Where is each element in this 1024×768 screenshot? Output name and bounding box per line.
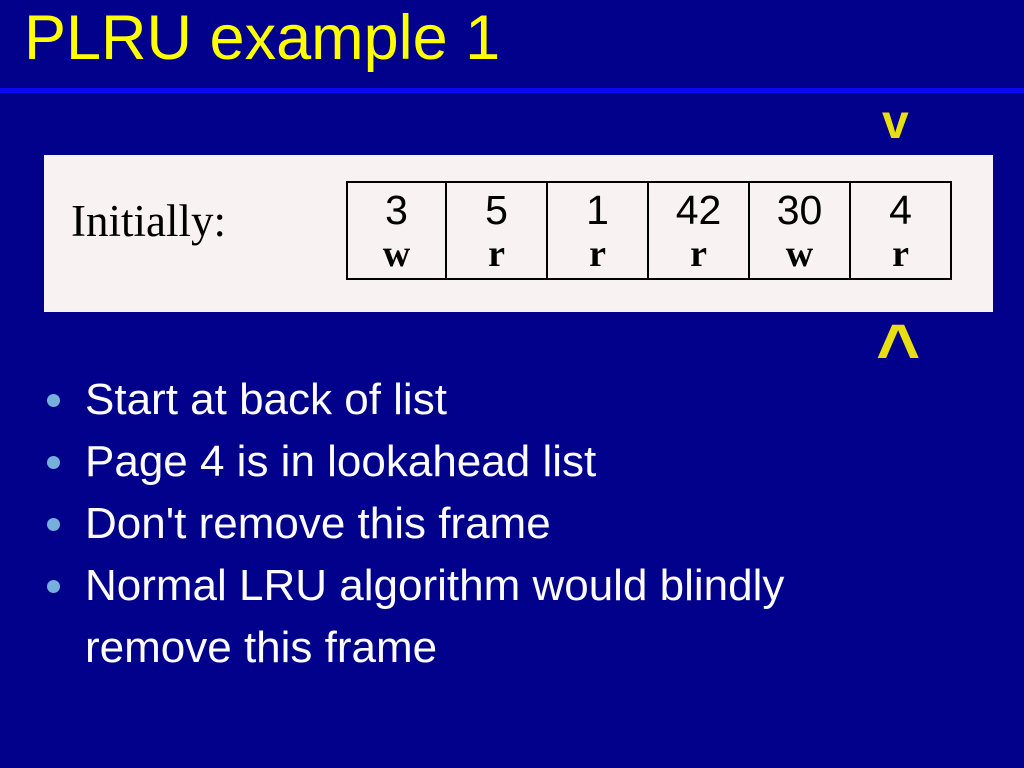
bullet-list: Start at back of list Page 4 is in looka… [47, 369, 927, 679]
frame-page: 4 [889, 186, 912, 233]
frame-cell: 5 r [447, 181, 548, 280]
frame-page: 3 [385, 186, 408, 233]
frame-cell: 30 w [750, 181, 851, 280]
bullet-text: Start at back of list [85, 375, 447, 424]
frame-cell: 42 r [649, 181, 750, 280]
frame-page: 42 [675, 186, 722, 233]
frame-flag: r [892, 232, 909, 275]
frame-flag: w [382, 232, 411, 275]
list-item: Normal LRU algorithm would blindly remov… [47, 555, 927, 679]
page-title: PLRU example 1 [24, 3, 501, 73]
pointer-down-icon: v [882, 96, 909, 149]
frame-flag: w [785, 232, 814, 275]
frame-flag: r [690, 232, 707, 275]
frame-flag: r [488, 232, 505, 275]
figure-label: Initially: [71, 196, 226, 246]
frame-page: 5 [485, 186, 508, 233]
frame-flag: r [589, 232, 606, 275]
list-item: Start at back of list [47, 369, 927, 431]
frame-cell: 3 w [346, 181, 447, 280]
bullet-icon [47, 580, 60, 593]
frame-page: 30 [776, 186, 823, 233]
bullet-text: Page 4 is in lookahead list [85, 437, 597, 486]
pointer-up-icon: ^ [876, 309, 921, 394]
frame-cell: 4 r [851, 181, 952, 280]
list-item: Page 4 is in lookahead list [47, 431, 927, 493]
bullet-icon [47, 518, 60, 531]
bullet-icon [47, 394, 60, 407]
figure-panel: Initially: 3 w 5 r 1 r 42 r 30 w 4 r [44, 155, 993, 312]
bullet-text: Don't remove this frame [85, 499, 551, 548]
bullet-text: Normal LRU algorithm would blindly remov… [85, 561, 785, 672]
frame-page: 1 [586, 186, 609, 233]
list-item: Don't remove this frame [47, 493, 927, 555]
bullet-icon [47, 456, 60, 469]
title-divider [0, 88, 1024, 93]
frame-cell: 1 r [548, 181, 649, 280]
frame-table: 3 w 5 r 1 r 42 r 30 w 4 r [346, 181, 952, 280]
